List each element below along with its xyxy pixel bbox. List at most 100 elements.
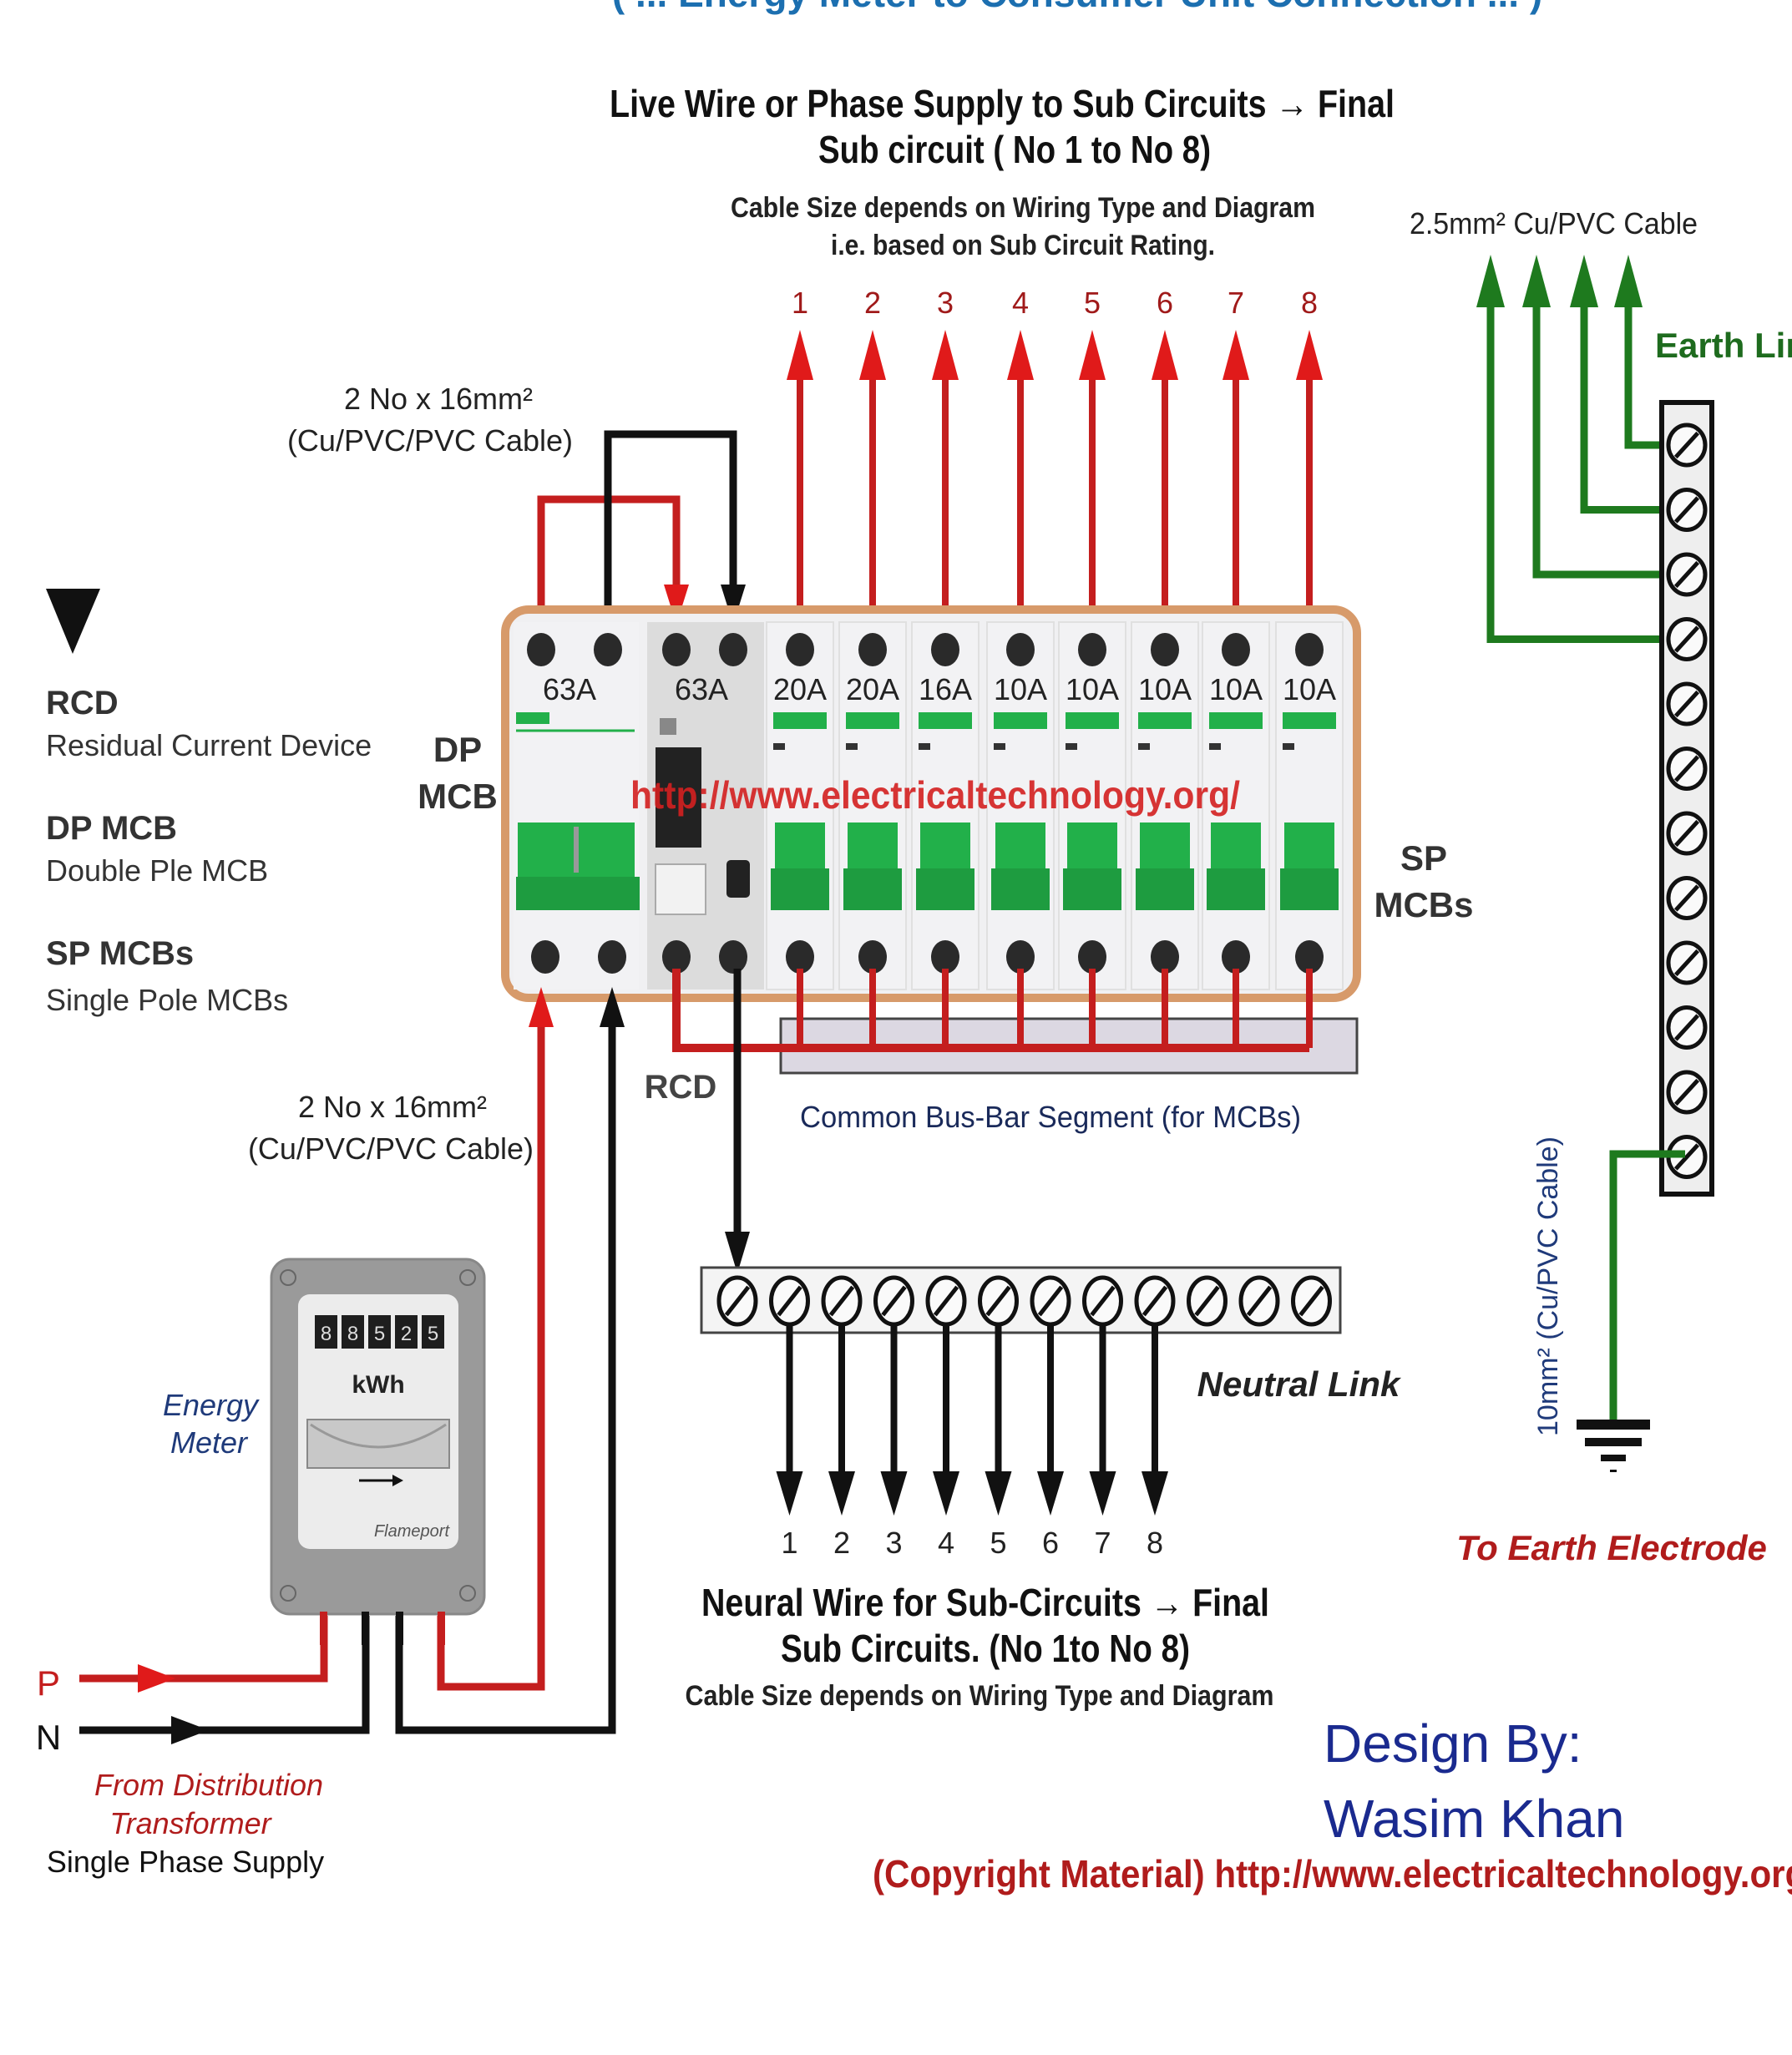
earth-arrow-up-icon [1614, 255, 1643, 307]
neutral-link-label: Neutral Link [1197, 1364, 1402, 1404]
meter-unit: kWh [352, 1371, 404, 1399]
busbar-feed-wire [672, 969, 1309, 1052]
earth-screw-terminal-icon [1666, 811, 1708, 856]
bottom-cable-line1: 2 No x 16mm² [298, 1090, 487, 1124]
legend-rcd-desc: Residual Current Device [46, 728, 372, 762]
meter-screw-icon [459, 1269, 476, 1286]
meter-digit-wheel [315, 1315, 337, 1349]
earth-screw-terminal-icon [1666, 552, 1708, 597]
top-cable-line1: 2 No x 16mm² [344, 382, 533, 416]
sp-mcb-body [986, 621, 1055, 990]
meter-digit-wheel [422, 1315, 444, 1349]
earth-electrode-label: To Earth Electrode [1456, 1528, 1767, 1567]
watermark-url: http://www.electricaltechnology.org/ [630, 773, 1240, 817]
energy-meter-label-line1: Energy [163, 1388, 260, 1422]
dp-mcb-body [514, 622, 639, 990]
meter-live-out-arrow-icon [529, 987, 554, 1027]
neutral-screw-terminal-icon [1134, 1275, 1176, 1327]
top-terminal-icon [1295, 633, 1324, 666]
meter-digit: 5 [428, 1323, 438, 1345]
earth-wire [1486, 296, 1674, 643]
credits-copyright: (Copyright Material) http://www.electric… [873, 1852, 1792, 1896]
legend-spmcb-abbr: SP MCBs [46, 935, 194, 972]
bottom-terminal-icon [662, 940, 691, 974]
sp-mcb-body [838, 621, 907, 990]
meter-brand: Flameport [374, 1522, 450, 1541]
breaker-rating: 16A [919, 672, 972, 706]
live-circuit-number: 6 [1157, 286, 1173, 320]
live-arrow-up-icon [1152, 330, 1178, 380]
live-arrow-up-icon [932, 330, 959, 380]
neutral-screw-terminal-icon [716, 1275, 758, 1327]
meter-digit-wheel [342, 1315, 364, 1349]
bottom-terminal-icon [1006, 940, 1035, 974]
supply-phase-wire [79, 1616, 328, 1683]
neutral-arrow-down-icon [1142, 1471, 1168, 1516]
live-note-line2: i.e. based on Sub Circuit Rating. [831, 230, 1215, 261]
rcd-label: RCD [645, 1069, 717, 1106]
neutral-screw-terminal-icon [1238, 1275, 1280, 1327]
sp-mcb-body [766, 621, 834, 990]
meter-digit-wheel [368, 1315, 391, 1349]
neutral-screw-terminal-icon [821, 1275, 863, 1327]
earth-wires [1476, 255, 1674, 643]
bottom-terminal-icon [1295, 940, 1324, 974]
bottom-terminal-icon [598, 940, 626, 974]
bottom-cable-line2: (Cu/PVC/PVC Cable) [248, 1131, 534, 1166]
top-cable-line2: (Cu/PVC/PVC Cable) [287, 423, 573, 458]
live-note-line1: Cable Size depends on Wiring Type and Di… [731, 192, 1315, 224]
neutral-circuit-number: 8 [1147, 1526, 1163, 1560]
neutral-arrow-down-icon [985, 1471, 1012, 1516]
credits-author: Wasim Khan [1324, 1789, 1624, 1849]
legend-spmcb-desc: Single Pole MCBs [46, 983, 288, 1017]
live-arrow-up-icon [859, 330, 886, 380]
sp-mcb-label-line2: MCBs [1374, 885, 1473, 924]
supply-neutral-arrow-icon [171, 1716, 209, 1744]
live-title-line2: Sub circuit ( No 1 to No 8) [818, 128, 1211, 171]
live-circuit-number: 2 [864, 286, 881, 320]
top-terminal-icon [719, 633, 747, 666]
neutral-screw-terminal-icon [873, 1275, 914, 1327]
breaker-rating: 10A [994, 672, 1047, 706]
meter-neutral-out-wire [395, 1023, 616, 1734]
neutral-circuit-number: 5 [990, 1526, 1006, 1560]
neutral-title-line2: Sub Circuits. (No 1to No 8) [781, 1627, 1190, 1670]
earth-wire [1532, 296, 1674, 579]
neutral-arrow-down-icon [1037, 1471, 1064, 1516]
rcd-test-button[interactable] [726, 860, 750, 898]
meter-screw-icon [280, 1269, 296, 1286]
earth-arrow-up-icon [1476, 255, 1505, 307]
meter-digit: 8 [321, 1323, 332, 1345]
neutral-note: Cable Size depends on Wiring Type and Di… [686, 1680, 1274, 1712]
earth-wire [1624, 296, 1674, 449]
live-circuit-number: 3 [937, 286, 954, 320]
neutral-circuit-number: 4 [938, 1526, 954, 1560]
supply-neutral-label: N [36, 1718, 61, 1757]
live-circuit-number: 7 [1228, 286, 1244, 320]
breaker-rating: 10A [1283, 672, 1336, 706]
meter-digit: 8 [347, 1323, 358, 1345]
supply-source-line1: From Distribution [94, 1768, 323, 1802]
breaker-rating: 20A [846, 672, 899, 706]
neutral-circuit-number: 6 [1042, 1526, 1059, 1560]
live-arrow-up-icon [787, 330, 813, 380]
dp-mcb-label-line1: DP [433, 730, 482, 769]
live-circuit-number: 5 [1084, 286, 1101, 320]
neutral-circuit-number: 2 [833, 1526, 850, 1560]
top-terminal-icon [527, 633, 555, 666]
ground-symbol-icon [1577, 1420, 1650, 1472]
earth-link-bar [1659, 400, 1714, 1197]
supply-phase-arrow-icon [138, 1664, 175, 1693]
neutral-screw-terminal-icon [769, 1275, 810, 1327]
supply-type: Single Phase Supply [47, 1845, 324, 1879]
earth-arrow-up-icon [1570, 255, 1598, 307]
live-arrow-up-icon [1079, 330, 1106, 380]
neutral-screw-terminal-icon [925, 1275, 967, 1327]
neutral-screw-terminal-icon [1187, 1275, 1228, 1327]
earth-screw-terminal-icon [1666, 1070, 1708, 1115]
